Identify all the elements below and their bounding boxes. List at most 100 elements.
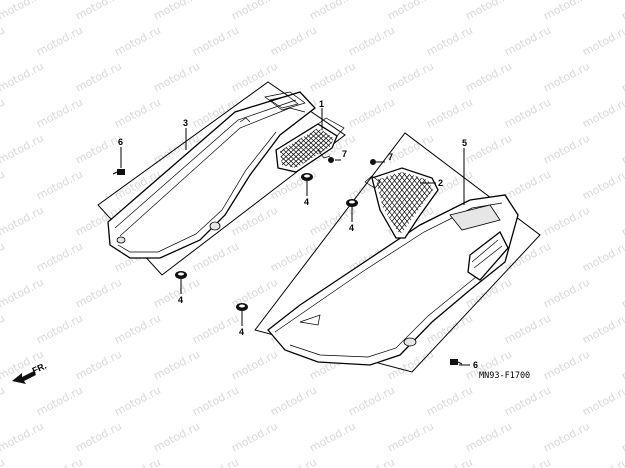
callout-4d: 4 <box>239 327 244 337</box>
watermark-text: motod.ru <box>580 455 625 468</box>
watermark-text: motod.ru <box>385 0 436 23</box>
watermark-text: motod.ru <box>346 95 397 130</box>
watermark-text: motod.ru <box>73 419 124 454</box>
watermark-text: motod.ru <box>34 95 85 130</box>
callout-4c: 4 <box>178 295 183 305</box>
watermark-text: motod.ru <box>229 59 280 94</box>
diagram-code: MN93-F1700 <box>479 371 530 381</box>
watermark-text: motod.ru <box>73 59 124 94</box>
watermark-text: motod.ru <box>346 383 397 418</box>
watermark-text: motod.ru <box>0 275 46 310</box>
watermark-text: motod.ru <box>73 131 124 166</box>
watermark-text: motod.ru <box>73 347 124 382</box>
callout-5: 5 <box>462 138 467 148</box>
callout-1: 1 <box>319 99 324 109</box>
callout-6b: 6 <box>473 360 478 370</box>
watermark-text: motod.ru <box>34 455 85 468</box>
watermark-text: motod.ru <box>346 23 397 58</box>
watermark-text: motod.ru <box>190 239 241 274</box>
right-side-cover <box>267 194 519 366</box>
watermark-text: motod.ru <box>151 419 202 454</box>
watermark-text: motod.ru <box>0 203 46 238</box>
left-side-cover <box>107 91 316 259</box>
watermark-text: motod.ru <box>307 59 358 94</box>
watermark-text: motod.ru <box>502 455 553 468</box>
watermark-text: motod.ru <box>424 455 475 468</box>
watermark-text: motod.ru <box>268 23 319 58</box>
watermark-text: motod.ru <box>502 95 553 130</box>
watermark-text: motod.ru <box>268 383 319 418</box>
watermark-text: motod.ru <box>112 95 163 130</box>
watermark-text: motod.ru <box>0 239 7 274</box>
watermark-text: motod.ru <box>73 0 124 23</box>
watermark-text: motod.ru <box>580 167 625 202</box>
watermark-text: motod.ru <box>151 59 202 94</box>
callout-4a: 4 <box>304 197 309 207</box>
watermark-text: motod.ru <box>190 455 241 468</box>
watermark-text: motod.ru <box>463 131 514 166</box>
callout-7a: 7 <box>342 149 347 159</box>
watermark-text: motod.ru <box>34 239 85 274</box>
watermark-text: motod.ru <box>73 275 124 310</box>
watermark-text: motod.ru <box>151 347 202 382</box>
watermark-text: motod.ru <box>190 311 241 346</box>
watermark-text: motod.ru <box>0 455 7 468</box>
watermark-text: motod.ru <box>619 419 625 454</box>
watermark-text: motod.ru <box>619 131 625 166</box>
watermark-text: motod.ru <box>112 311 163 346</box>
watermark-text: motod.ru <box>502 23 553 58</box>
watermark-text: motod.ru <box>541 419 592 454</box>
watermark-text: motod.ru <box>580 311 625 346</box>
watermark-text: motod.ru <box>619 203 625 238</box>
arrow-left-icon <box>12 371 36 384</box>
watermark-text: motod.ru <box>346 455 397 468</box>
watermark-text: motod.ru <box>541 59 592 94</box>
watermark-text: motod.ru <box>0 23 7 58</box>
watermark-text: motod.ru <box>580 23 625 58</box>
watermark-text: motod.ru <box>307 0 358 23</box>
watermark-text: motod.ru <box>0 131 46 166</box>
watermark-text: motod.ru <box>424 383 475 418</box>
watermark-text: motod.ru <box>34 23 85 58</box>
watermark-text: motod.ru <box>229 0 280 23</box>
watermark-text: motod.ru <box>0 59 46 94</box>
watermark-text: motod.ru <box>151 0 202 23</box>
watermark-text: motod.ru <box>580 383 625 418</box>
watermark-text: motod.ru <box>307 203 358 238</box>
watermark-text: motod.ru <box>463 419 514 454</box>
watermark-text: motod.ru <box>619 275 625 310</box>
watermark-text: motod.ru <box>0 383 7 418</box>
watermark-text: motod.ru <box>619 59 625 94</box>
watermark-text: motod.ru <box>502 311 553 346</box>
grommet-parts <box>175 173 358 311</box>
watermark-text: motod.ru <box>229 203 280 238</box>
watermark-text: motod.ru <box>34 383 85 418</box>
callout-2: 2 <box>438 178 443 188</box>
watermark-text: motod.ru <box>541 347 592 382</box>
watermark-text: motod.ru <box>268 239 319 274</box>
watermark-text: motod.ru <box>151 275 202 310</box>
watermark-text: motod.ru <box>190 23 241 58</box>
callout-labels: 1 2 3 4 4 4 4 5 6 6 7 7 <box>118 99 478 370</box>
watermark-text: motod.ru <box>541 275 592 310</box>
watermark-text: motod.ru <box>190 383 241 418</box>
watermark-text: motod.ru <box>0 167 7 202</box>
watermark-text: motod.ru <box>229 347 280 382</box>
callout-4b: 4 <box>349 223 354 233</box>
callout-3: 3 <box>183 118 188 128</box>
watermark-text: motod.ru <box>385 59 436 94</box>
watermark-text: motod.ru <box>502 167 553 202</box>
watermark-text: motod.ru <box>268 167 319 202</box>
callout-7b: 7 <box>388 152 393 162</box>
watermark-text: motod.ru <box>580 239 625 274</box>
watermark-text: motod.ru <box>424 95 475 130</box>
fastener-parts <box>112 157 463 365</box>
watermark-text: motod.ru <box>229 419 280 454</box>
watermark-text: motod.ru <box>541 203 592 238</box>
watermark-text: motod.ru <box>112 383 163 418</box>
watermark-text: motod.ru <box>307 419 358 454</box>
watermark-text: motod.ru <box>34 311 85 346</box>
